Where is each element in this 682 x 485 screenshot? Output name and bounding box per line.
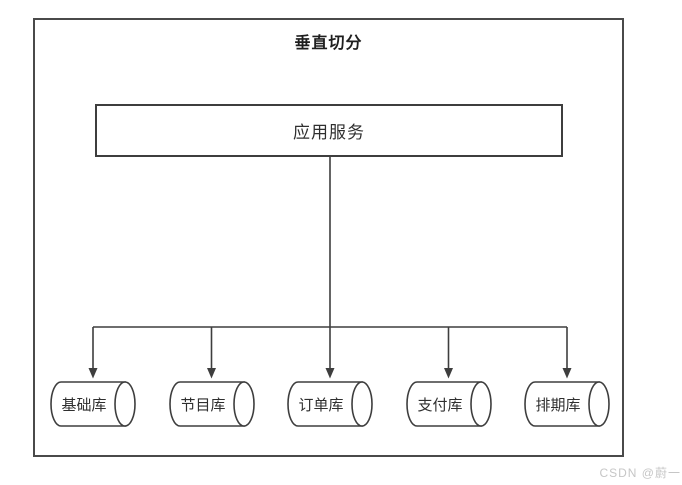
- db-cylinder-base: 基础库: [50, 381, 136, 427]
- cylinder-body: [287, 381, 363, 427]
- cylinder-body: [406, 381, 482, 427]
- db-cylinder-order: 订单库: [287, 381, 373, 427]
- diagram-border: [33, 18, 624, 457]
- db-cylinder-program: 节目库: [169, 381, 255, 427]
- cylinder-cap: [351, 381, 373, 427]
- diagram-title: 垂直切分: [294, 35, 363, 52]
- cylinder-cap: [588, 381, 610, 427]
- cylinder-body: [524, 381, 600, 427]
- cylinder-body: [169, 381, 245, 427]
- cylinder-cap: [233, 381, 255, 427]
- db-label: 节目库: [180, 396, 226, 414]
- db-label: 订单库: [298, 396, 344, 414]
- db-label: 基础库: [61, 396, 107, 414]
- cylinder-cap: [470, 381, 492, 427]
- app-service-node: 应用服务: [95, 104, 563, 157]
- cylinder-body: [50, 381, 126, 427]
- db-label: 排期库: [535, 396, 581, 414]
- db-cylinder-schedule: 排期库: [524, 381, 610, 427]
- db-cylinder-payment: 支付库: [406, 381, 492, 427]
- cylinder-cap: [114, 381, 136, 427]
- db-label: 支付库: [417, 396, 463, 414]
- watermark: CSDN @蔚一: [599, 466, 681, 480]
- app-service-label: 应用服务: [293, 123, 365, 142]
